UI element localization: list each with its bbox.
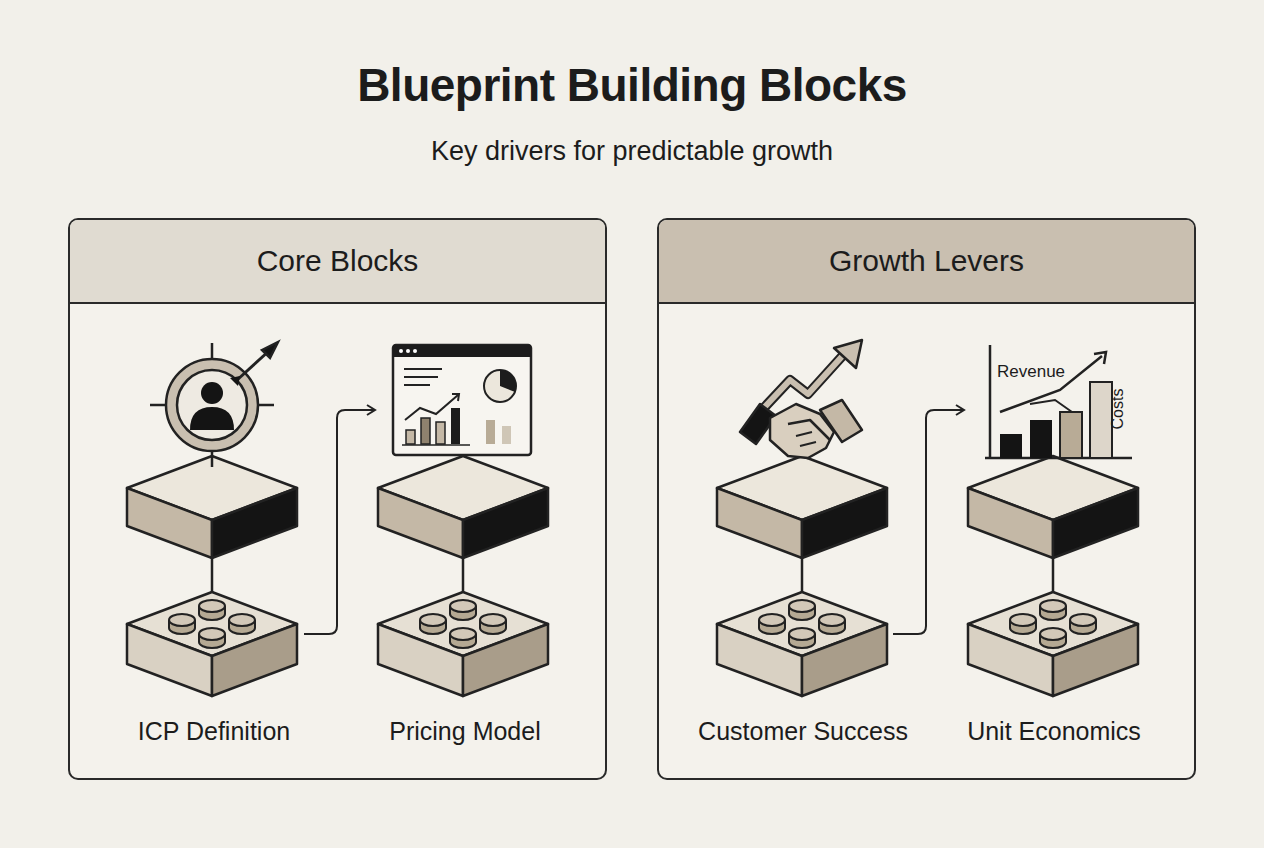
panel-heading: Growth Levers [659, 220, 1194, 304]
block-label: Pricing Model [355, 716, 575, 746]
block-label: Unit Economics [944, 716, 1164, 746]
block-label: ICP Definition [104, 716, 324, 746]
diagram-title: Blueprint Building Blocks [0, 58, 1264, 112]
block-label: Customer Success [693, 716, 913, 746]
panel-heading: Core Blocks [70, 220, 605, 304]
subtitle: Key drivers for predictable growth [0, 136, 1264, 167]
chart-label: Costs [1109, 389, 1127, 430]
pricing-window [393, 345, 531, 455]
chart-label: Revenue [997, 362, 1065, 382]
